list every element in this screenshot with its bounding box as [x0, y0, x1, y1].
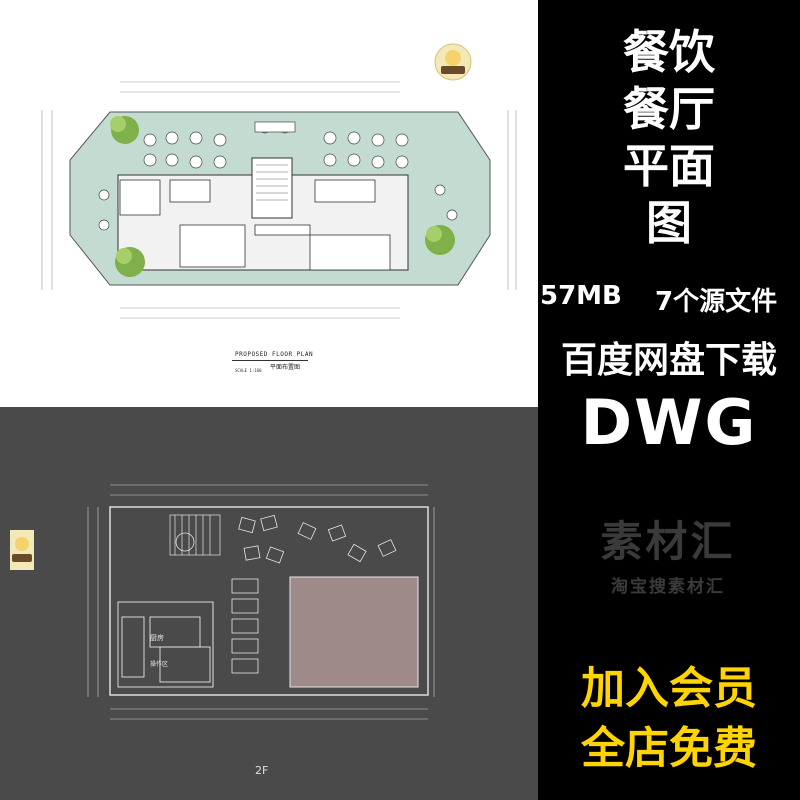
cta-join-member: 加入会员: [581, 663, 757, 714]
cad-kitchen: [117, 601, 214, 688]
watermark-brand: 素材汇: [600, 517, 736, 566]
format-label: DWG: [580, 386, 758, 459]
watermark-shop: 淘宝搜素材汇: [611, 577, 725, 597]
plan-title-rule: [232, 360, 308, 361]
promo-title-line-4: 图: [646, 196, 692, 250]
dimension-lines: [41, 81, 517, 319]
cta-free-all: 全店免费: [581, 723, 757, 774]
promo-title-line-3: 平面: [623, 139, 715, 193]
plan-title: PROPOSED FLOOR PLAN: [235, 351, 314, 358]
stair-core: [251, 157, 293, 219]
cad-plan-drawing: [10, 484, 435, 720]
cad-tables: [238, 514, 397, 564]
trees: [110, 116, 455, 277]
promo-title-line-2: 餐厅: [623, 82, 715, 136]
cad-booths: [231, 578, 259, 674]
floor-plan-panel-top: PROPOSED FLOOR PLAN 平面布置图 SCALE 1:100: [0, 0, 538, 407]
promo-panel: [538, 0, 800, 800]
kitchen-label: 厨房: [150, 634, 164, 642]
floor-plan-drawing: [41, 43, 517, 319]
brand-logo-small: [10, 530, 34, 570]
plan-title-cn: 平面布置图: [270, 364, 301, 371]
cad-stair: [169, 514, 221, 556]
cad-dimensions: [87, 484, 435, 720]
floor-plan-panel-bottom: 厨房 操作区 2F: [0, 407, 538, 800]
plan-scale: SCALE 1:100: [235, 368, 262, 373]
cad-outer-wall: [109, 506, 429, 696]
brand-logo: [434, 43, 472, 81]
floor-label: 2F: [255, 764, 269, 777]
cad-hall: [289, 576, 419, 688]
file-count: 7个源文件: [655, 287, 778, 317]
download-note: 百度网盘下载: [560, 340, 777, 381]
file-size: 57MB: [540, 281, 622, 311]
promo-title-line-1: 餐饮: [623, 25, 715, 79]
operation-area-label: 操作区: [150, 661, 169, 668]
rooms: [119, 179, 391, 271]
